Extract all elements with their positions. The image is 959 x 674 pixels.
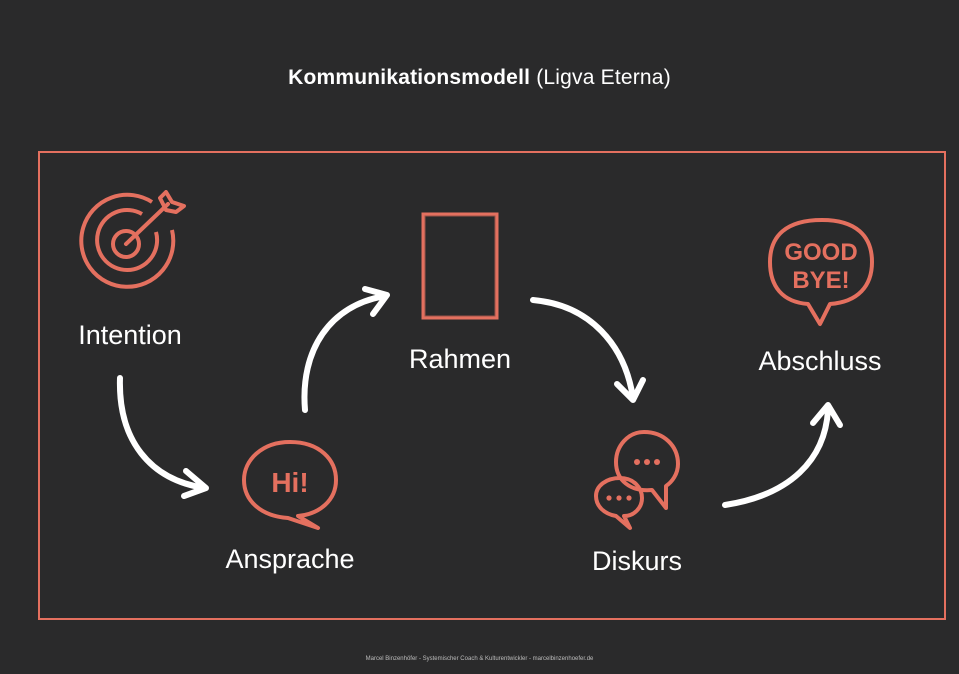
footer-credit: Marcel Binzenhöfer - Systemischer Coach … [365, 656, 594, 662]
stage-label-diskurs: Diskurs [591, 546, 682, 576]
chat-bubbles-icon [594, 430, 680, 530]
stage-label-ansprache: Ansprache [225, 544, 355, 574]
stage-label-abschluss: Abschluss [758, 346, 882, 376]
title-subtitle: (Ligva Eterna) [536, 66, 671, 89]
arrow-ansprache-to-rahmen [301, 293, 388, 413]
arrow-intention-to-ansprache [116, 375, 208, 491]
arrowhead-intention-to-ansprache [181, 468, 209, 499]
diagram-title: Kommunikationsmodell (Ligva Eterna) [0, 66, 959, 90]
title-bold: Kommunikationsmodell [288, 66, 531, 89]
arrow-rahmen-to-diskurs [530, 297, 636, 401]
hi-speech-bubble-icon: Hi! [242, 440, 338, 530]
target-icon [79, 190, 186, 289]
goodbye-bubble-line2: BYE! [792, 267, 849, 294]
diagram-frame [38, 151, 946, 620]
goodbye-bubble-line1: GOOD [784, 239, 857, 266]
arrowhead-ansprache-to-rahmen [362, 286, 390, 317]
arrowhead-rahmen-to-diskurs [614, 377, 646, 403]
arrow-diskurs-to-abschluss [722, 407, 831, 508]
frame-icon [421, 212, 499, 320]
goodbye-speech-bubble-icon: GOOD BYE! [768, 218, 874, 326]
arrowhead-diskurs-to-abschluss [810, 402, 843, 428]
hi-bubble-text: Hi! [271, 467, 308, 498]
stage-label-rahmen: Rahmen [408, 344, 512, 374]
stage-label-intention: Intention [78, 320, 182, 350]
